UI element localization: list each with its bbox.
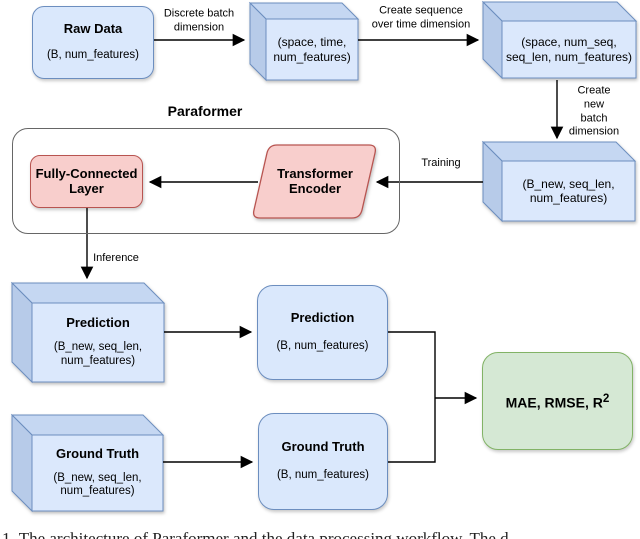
cube-prediction (10, 281, 166, 384)
cube-bnew-label: (B_new, seq_len, num_features) (522, 176, 615, 205)
ground-truth-cube-title: Ground Truth (55, 445, 140, 461)
transformer-encoder-label: Transformer Encoder (277, 166, 353, 196)
node-fully-connected-layer: Fully-Connected Layer (30, 155, 143, 208)
node-metrics: MAE, RMSE, R2 (482, 352, 633, 450)
cube-space-numseq-label: (space, num_seq, seq_len, num_features) (505, 35, 633, 64)
ground-truth-cube-shape-label: (B_new, seq_len, num_features) (53, 471, 142, 498)
paraformer-group-title: Paraformer (167, 103, 243, 119)
cube-ground-truth-labels: Ground Truth (B_new, seq_len, num_featur… (32, 435, 163, 511)
prediction-cube-shape-label: (B_new, seq_len, num_features) (53, 341, 143, 367)
prediction-box-shape-label: (B, num_features) (276, 340, 369, 353)
edge-label-create-sequence: Create sequence over time dimension (371, 4, 471, 30)
raw-data-shape-label: (B, num_features) (46, 49, 140, 62)
node-prediction-box: Prediction (B, num_features) (257, 285, 388, 380)
ground-truth-box-title: Ground Truth (281, 439, 365, 455)
cube-space-time-label: (space, time, num_features) (273, 35, 351, 64)
node-ground-truth-box: Ground Truth (B, num_features) (258, 413, 388, 510)
cube-prediction-labels: Prediction (B_new, seq_len, num_features… (32, 303, 164, 382)
metrics-superscript: 2 (602, 391, 610, 405)
node-raw-data: Raw Data (B, num_features) (32, 6, 154, 79)
cube-ground-truth (10, 413, 165, 513)
connector-predbox-to-junction (388, 331, 436, 398)
cube-space-numseq (481, 0, 638, 80)
prediction-cube-title: Prediction (66, 315, 130, 331)
edge-label-inference: Inference (93, 252, 139, 265)
edge-label-training: Training (421, 157, 461, 170)
connector-gtbox-to-junction (388, 398, 436, 463)
raw-data-title: Raw Data (63, 21, 123, 37)
prediction-box-title: Prediction (290, 310, 355, 326)
edge-label-create-new-batch: Create new batch dimension (568, 84, 620, 138)
fully-connected-label: Fully-Connected Layer (35, 165, 138, 196)
edge-label-discrete-batch: Discrete batch dimension (163, 7, 235, 33)
cube-space-time (248, 1, 360, 82)
ground-truth-box-shape-label: (B, num_features) (276, 469, 370, 482)
cube-bnew (481, 140, 637, 223)
transformer-encoder-shape (252, 144, 377, 219)
paraformer-container (12, 128, 400, 234)
metrics-label: MAE, RMSE, R2 (505, 391, 610, 411)
figure-caption: 1. The architecture of Paraformer and th… (2, 529, 509, 539)
